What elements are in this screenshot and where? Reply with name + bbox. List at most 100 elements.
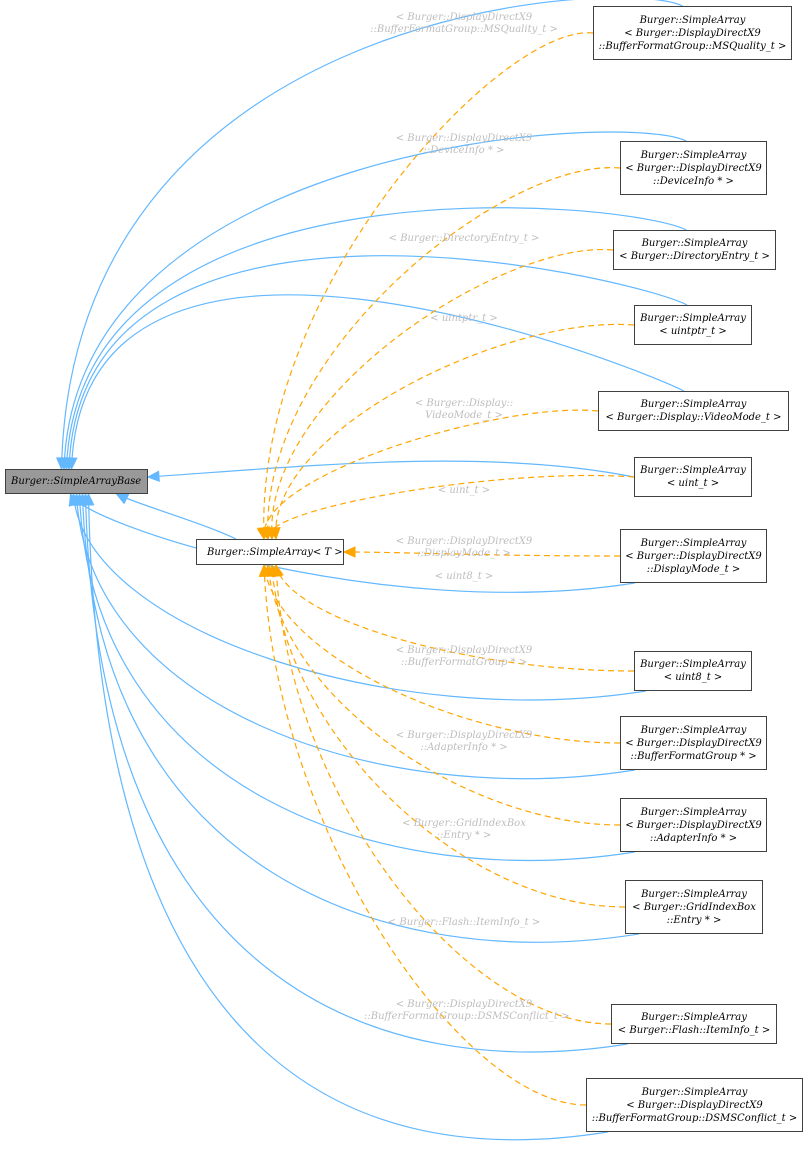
instance-node-10-line-0: Burger::SimpleArray — [641, 888, 747, 900]
instance-node-0-line-2: ::BufferFormatGroup::MSQuality_t > — [598, 40, 787, 52]
instance-node-0-line-1: < Burger::DisplayDirectX9 — [624, 27, 761, 39]
edge-label-7-line-0: < uint8_t > — [434, 571, 494, 582]
instance-node-1-line-0: Burger::SimpleArray — [640, 149, 747, 161]
edge-label-10-line-1: ::Entry * > — [436, 830, 492, 841]
inherit-edge-2 — [65, 207, 687, 470]
instance-node-1[interactable]: Burger::SimpleArray< Burger::DisplayDire… — [620, 141, 767, 195]
edge-label-5: < uint_t > — [364, 485, 564, 497]
instance-node-9-line-1: < Burger::DisplayDirectX9 — [625, 819, 762, 831]
instance-node-11-line-0: Burger::SimpleArray — [641, 1012, 747, 1023]
instance-node-2-line-1: < Burger::DirectoryEntry_t > — [619, 251, 770, 262]
edge-label-0: < Burger::DisplayDirectX9::BufferFormatG… — [364, 12, 564, 36]
template-arrowhead-11 — [270, 563, 283, 577]
edge-label-12-line-1: ::BufferFormatGroup::DSMSConflict_t > — [364, 1011, 570, 1022]
edge-label-6-line-0: < Burger::DisplayDirectX9 — [395, 536, 533, 547]
edge-label-11-line-0: < Burger::Flash::ItemInfo_t > — [387, 917, 541, 928]
inherit-arrowhead-5 — [146, 470, 160, 483]
template-edge-7 — [275, 564, 635, 672]
instance-node-8-line-1: < Burger::DisplayDirectX9 — [625, 737, 762, 749]
edge-label-12: < Burger::DisplayDirectX9::BufferFormatG… — [364, 999, 570, 1023]
edge-label-9-line-1: ::AdapterInfo * > — [420, 742, 508, 753]
edge-label-6: < Burger::DisplayDirectX9::DisplayMode_t… — [364, 536, 564, 560]
template-edge-5 — [267, 474, 635, 540]
instance-node-4-line-1: < Burger::Display::VideoMode_t > — [605, 412, 782, 423]
template-class-node[interactable]: Burger::SimpleArray< T > — [196, 539, 344, 565]
instance-node-0[interactable]: Burger::SimpleArray< Burger::DisplayDire… — [593, 6, 792, 60]
inheritance-edges — [55, 0, 688, 1141]
edge-label-8: < Burger::DisplayDirectX9::BufferFormatG… — [364, 645, 564, 669]
instance-node-1-line-1: < Burger::DisplayDirectX9 — [625, 162, 762, 174]
instance-node-7-line-0: Burger::SimpleArray — [640, 659, 746, 670]
edge-label-0-line-0: < Burger::DisplayDirectX9 — [395, 12, 533, 23]
template-arrowhead-6 — [342, 546, 356, 558]
edge-label-9: < Burger::DisplayDirectX9::AdapterInfo *… — [364, 730, 564, 754]
inherit-edge-9 — [78, 493, 635, 861]
instance-node-6[interactable]: Burger::SimpleArray< Burger::DisplayDire… — [620, 529, 767, 583]
inherit-edge-8 — [75, 493, 635, 780]
instance-node-8[interactable]: Burger::SimpleArray< Burger::DisplayDire… — [620, 716, 767, 770]
inherit-edge-11 — [84, 493, 628, 1053]
template-edge-8 — [263, 564, 621, 744]
instance-node-10[interactable]: Burger::SimpleArray< Burger::GridIndexBo… — [625, 880, 763, 934]
instance-node-5-line-1: < uint_t > — [666, 478, 720, 489]
template-edge-0 — [263, 32, 594, 540]
instance-node-6-line-0: Burger::SimpleArray — [640, 537, 747, 549]
instance-node-2[interactable]: Burger::SimpleArray< Burger::DirectoryEn… — [613, 230, 776, 270]
inherit-arrowhead-12 — [82, 492, 95, 506]
edge-label-0-line-1: ::BufferFormatGroup::MSQuality_t > — [370, 24, 558, 35]
template-edge-1 — [267, 167, 621, 540]
edge-label-4-line-1: VideoMode_t > — [425, 410, 503, 421]
base-class-label: Burger::SimpleArrayBase — [11, 476, 142, 487]
inherit-edge-5 — [147, 460, 635, 478]
template-edge-4 — [263, 409, 599, 540]
edge-label-4-line-0: < Burger::Display:: — [414, 398, 514, 409]
template-class-label: Burger::SimpleArray< T > — [207, 546, 343, 558]
instance-node-4-line-0: Burger::SimpleArray — [640, 399, 747, 410]
instance-node-8-line-2: ::BufferFormatGroup * > — [630, 750, 757, 762]
instance-node-11[interactable]: Burger::SimpleArray< Burger::Flash::Item… — [611, 1004, 777, 1044]
template-edge-6 — [343, 551, 621, 557]
instance-node-7[interactable]: Burger::SimpleArray< uint8_t > — [634, 651, 752, 691]
edge-label-3-line-0: < uintptr_t > — [430, 313, 498, 324]
instance-node-3[interactable]: Burger::SimpleArray< uintptr_t > — [634, 305, 752, 345]
template-arrowhead-5 — [259, 526, 270, 541]
instance-node-5[interactable]: Burger::SimpleArray< uint_t > — [634, 457, 752, 497]
edge-label-1-line-0: < Burger::DisplayDirectX9 — [395, 133, 533, 144]
edge-label-12-line-0: < Burger::DisplayDirectX9 — [395, 999, 533, 1010]
instance-node-12[interactable]: Burger::SimpleArray< Burger::DisplayDire… — [586, 1078, 803, 1132]
template-edge-10 — [271, 564, 626, 908]
template-arrowhead-12 — [258, 563, 271, 577]
edge-label-8-line-0: < Burger::DisplayDirectX9 — [395, 645, 533, 656]
instance-node-0-line-0: Burger::SimpleArray — [639, 14, 746, 26]
edge-label-2: < Burger::DirectoryEntry_t > — [364, 233, 564, 245]
edge-label-5-line-0: < uint_t > — [437, 485, 491, 496]
inherit-arrowhead-template — [115, 493, 130, 505]
instance-node-9-line-2: ::AdapterInfo * > — [649, 832, 738, 844]
instance-node-2-line-0: Burger::SimpleArray — [641, 238, 748, 249]
inherit-edge-0 — [60, 0, 683, 470]
template-instantiation-edges — [256, 32, 635, 1106]
edge-label-9-line-0: < Burger::DisplayDirectX9 — [395, 730, 533, 741]
edge-label-1: < Burger::DisplayDirectX9::DeviceInfo * … — [364, 133, 564, 157]
instance-node-1-line-2: ::DeviceInfo * > — [653, 175, 734, 187]
instance-node-3-line-0: Burger::SimpleArray — [640, 313, 746, 324]
edge-label-8-line-1: ::BufferFormatGroup * > — [400, 657, 528, 668]
instance-node-4[interactable]: Burger::SimpleArray< Burger::Display::Vi… — [598, 391, 789, 431]
inherit-edge-3 — [68, 255, 688, 470]
edge-label-1-line-1: ::DeviceInfo * > — [423, 145, 505, 156]
instance-node-6-line-1: < Burger::DisplayDirectX9 — [625, 550, 762, 562]
instance-node-7-line-1: < uint8_t > — [663, 672, 723, 683]
instance-node-10-line-1: < Burger::GridIndexBox — [632, 901, 756, 913]
edge-label-10: < Burger::GridIndexBox::Entry * > — [364, 818, 564, 842]
inherit-edge-12 — [87, 493, 608, 1141]
instance-node-9[interactable]: Burger::SimpleArray< Burger::DisplayDire… — [620, 798, 767, 852]
inherit-arrowhead-4 — [66, 457, 78, 471]
inherit-edge-4 — [70, 294, 685, 470]
template-edge-2 — [271, 248, 614, 540]
base-class-node[interactable]: Burger::SimpleArrayBase — [5, 469, 148, 494]
instance-node-8-line-0: Burger::SimpleArray — [640, 724, 747, 736]
instance-node-9-line-0: Burger::SimpleArray — [640, 806, 747, 818]
edge-label-4: < Burger::Display::VideoMode_t > — [364, 398, 564, 422]
instance-node-12-line-1: < Burger::DisplayDirectX9 — [626, 1099, 763, 1111]
